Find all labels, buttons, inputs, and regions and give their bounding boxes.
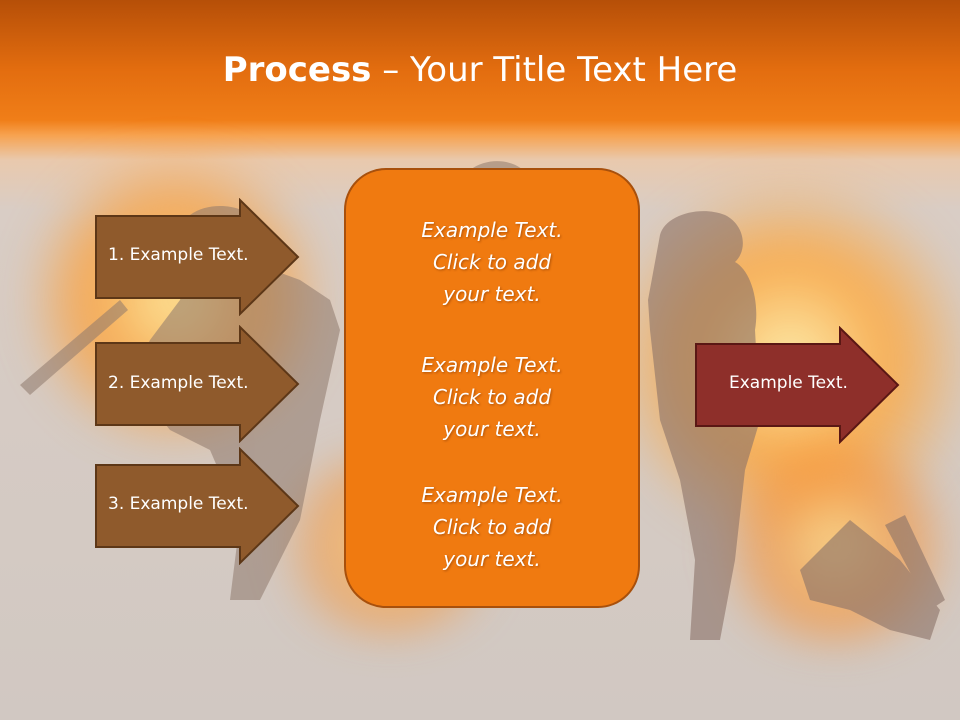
center-text-1-line-2: Click to add bbox=[432, 250, 552, 274]
step-label-3: 3. Example Text. bbox=[108, 494, 249, 514]
center-text-3-line-2: Click to add bbox=[432, 515, 552, 539]
center-text-1-line-1: Example Text. bbox=[421, 218, 563, 242]
center-text-2-line-1: Example Text. bbox=[421, 353, 563, 377]
center-text-1-line-3: your text. bbox=[443, 282, 541, 306]
center-text-block-3: Example Text. Click to add your text. bbox=[346, 479, 638, 575]
center-text-3-line-3: your text. bbox=[443, 547, 541, 571]
output-label: Example Text. bbox=[729, 373, 848, 393]
title-rest-part: – Your Title Text Here bbox=[371, 50, 738, 90]
output-arrow[interactable] bbox=[694, 326, 900, 444]
step-label-1: 1. Example Text. bbox=[108, 245, 249, 265]
center-text-block-2: Example Text. Click to add your text. bbox=[346, 349, 638, 445]
center-text-box[interactable]: Example Text. Click to add your text. Ex… bbox=[344, 168, 640, 608]
center-text-2-line-2: Click to add bbox=[432, 385, 552, 409]
step-arrow-1[interactable] bbox=[94, 198, 300, 316]
step-arrow-2[interactable] bbox=[94, 325, 300, 443]
center-text-2-line-3: your text. bbox=[443, 417, 541, 441]
step-arrow-3[interactable] bbox=[94, 447, 300, 565]
center-text-block-1: Example Text. Click to add your text. bbox=[346, 214, 638, 310]
step-label-2: 2. Example Text. bbox=[108, 373, 249, 393]
slide-title[interactable]: Process – Your Title Text Here bbox=[0, 50, 960, 90]
title-bold-part: Process bbox=[222, 50, 372, 90]
center-text-3-line-1: Example Text. bbox=[421, 483, 563, 507]
